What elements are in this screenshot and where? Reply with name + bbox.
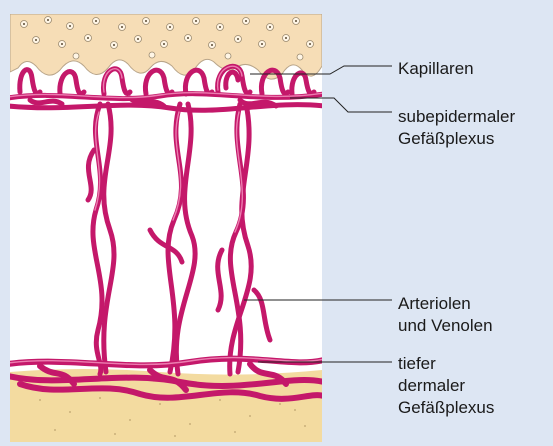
- label-kapillaren: Kapillaren: [398, 58, 474, 80]
- label-line: tiefer: [398, 353, 494, 375]
- label-line: Gefäßplexus: [398, 397, 494, 419]
- label-line: Arteriolen: [398, 293, 493, 315]
- label-line: Kapillaren: [398, 58, 474, 80]
- label-line: dermaler: [398, 375, 494, 397]
- label-line: Gefäßplexus: [398, 128, 515, 150]
- label-line: und Venolen: [398, 315, 493, 337]
- label-subepidermaler-gefaessplexus: subepidermaler Gefäßplexus: [398, 106, 515, 150]
- label-tiefer-dermaler-gefaessplexus: tiefer dermaler Gefäßplexus: [398, 353, 494, 419]
- label-arteriolen-und-venolen: Arteriolen und Venolen: [398, 293, 493, 337]
- label-line: subepidermaler: [398, 106, 515, 128]
